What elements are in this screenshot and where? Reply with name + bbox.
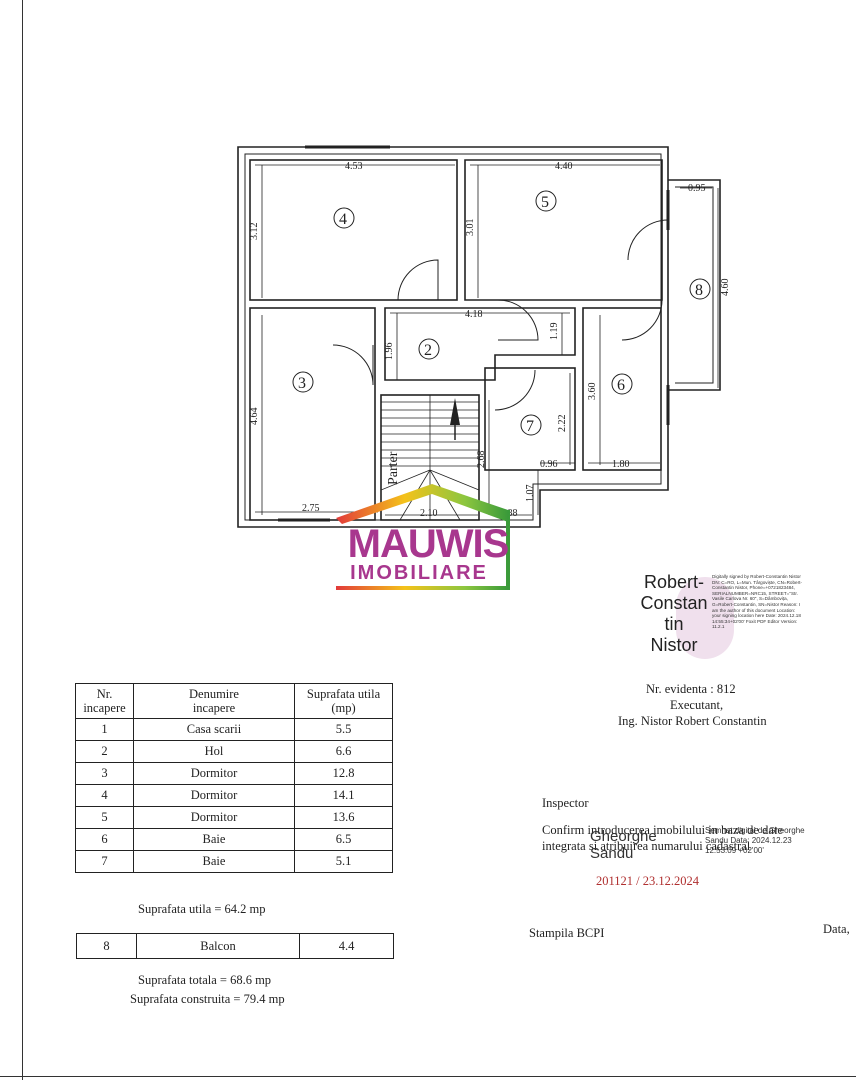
row-nr: 1 (75, 718, 134, 741)
dim-180: 1.80 (612, 459, 630, 470)
balcon-table: 8 Balcon 4.4 (76, 933, 394, 959)
dim-196: 1.96 (384, 343, 395, 361)
signature-watermark (676, 577, 734, 659)
row-nr: 7 (75, 850, 134, 873)
table-row: 5 Dormitor 13.6 (75, 806, 393, 829)
logo-graphic (336, 484, 510, 590)
dim-440: 4.40 (555, 161, 573, 172)
table-row: 4 Dormitor 14.1 (75, 784, 393, 807)
room-number-2: 2 (424, 342, 432, 359)
dim-119: 1.19 (549, 323, 560, 341)
logo-name: MAUWIS (347, 522, 510, 566)
rooms-table: Nr. incapere Denumire incapere Suprafata… (75, 683, 393, 873)
inspector-label: Inspector (542, 796, 589, 810)
stair-label: Parter (386, 451, 401, 485)
cadastral-number: 201121 / 23.12.2024 (596, 874, 700, 888)
dim-453: 4.53 (345, 161, 363, 172)
inspector-confirm-line1: Confirm introducerea imobilului in baza … (542, 823, 783, 837)
row-name: Casa scarii (133, 718, 295, 741)
table-header-row: Nr. incapere Denumire incapere Suprafata… (75, 683, 393, 719)
row-nr: 5 (75, 806, 134, 829)
row-name: Dormitor (133, 784, 295, 807)
inspector-confirm-line2: integrata si atribuirea numarului cadast… (542, 839, 751, 853)
row-name: Balcon (136, 933, 300, 959)
row-nr: 2 (75, 740, 134, 763)
engineer-name: Ing. Nistor Robert Constantin (618, 714, 767, 728)
row-area: 14.1 (294, 784, 393, 807)
logo-subtitle: IMOBILIARE (350, 562, 488, 584)
row-area: 13.6 (294, 806, 393, 829)
page-bottom-border (0, 1076, 856, 1077)
inspector-digital-text: Semnat digital de Gheorghe Sandu Data: 2… (705, 826, 805, 855)
row-nr: 4 (75, 784, 134, 807)
dim-418: 4.18 (465, 309, 483, 320)
table-row: 6 Baie 6.5 (75, 828, 393, 851)
row-nr: 6 (75, 828, 134, 851)
executant-label: Executant, (670, 698, 724, 712)
row-area: 5.1 (294, 850, 393, 873)
header-denumire: Denumire incapere (133, 683, 295, 719)
data-label: Data, (823, 922, 850, 936)
dim-268: 2.68 (476, 451, 487, 469)
table-row: 7 Baie 5.1 (75, 850, 393, 873)
dim-107: 1.07 (525, 485, 536, 503)
row-name: Baie (133, 850, 295, 873)
suprafata-utila: Suprafata utila = 64.2 mp (138, 902, 266, 916)
table-row: 8 Balcon 4.4 (76, 933, 394, 959)
nr-evidenta: Nr. evidenta : 812 (646, 682, 736, 696)
row-name: Dormitor (133, 806, 295, 829)
stampila-label: Stampila BCPI (529, 926, 605, 940)
room-number-5: 5 (541, 194, 549, 211)
room-number-4: 4 (339, 211, 347, 228)
room-number-8: 8 (695, 282, 703, 299)
row-area: 6.5 (294, 828, 393, 851)
dim-360: 3.60 (587, 383, 598, 401)
row-area: 6.6 (294, 740, 393, 763)
header-nr: Nr. incapere (75, 683, 134, 719)
dim-301: 3.01 (465, 219, 476, 237)
room-number-7: 7 (526, 418, 534, 435)
dim-464: 4.64 (249, 408, 260, 426)
page-left-border (22, 0, 23, 1080)
row-name: Hol (133, 740, 295, 763)
dim-460: 4.60 (720, 279, 731, 297)
inspector-signature-name: Gheorghe Sandu (590, 828, 657, 862)
suprafata-construita: Suprafata construita = 79.4 mp (130, 992, 285, 1006)
row-area: 5.5 (294, 718, 393, 741)
row-nr: 3 (75, 762, 134, 785)
dim-312: 3.12 (249, 223, 260, 241)
row-name: Baie (133, 828, 295, 851)
suprafata-totala: Suprafata totala = 68.6 mp (138, 973, 272, 987)
table-row: 2 Hol 6.6 (75, 740, 393, 763)
row-area: 12.8 (294, 762, 393, 785)
row-nr: 8 (76, 933, 137, 959)
row-area: 4.4 (299, 933, 394, 959)
dim-222: 2.22 (557, 415, 568, 433)
room-number-6: 6 (617, 377, 625, 394)
dim-095: 0.95 (688, 183, 706, 194)
room-number-3: 3 (298, 375, 306, 392)
signature-digital-text: Digitally signed by Robert-Constantin Ni… (712, 574, 802, 630)
table-row: 1 Casa scarii 5.5 (75, 718, 393, 741)
dim-275: 2.75 (302, 503, 320, 514)
header-suprafata: Suprafata utila (mp) (294, 683, 393, 719)
row-name: Dormitor (133, 762, 295, 785)
table-row: 3 Dormitor 12.8 (75, 762, 393, 785)
dim-210: 2.10 (420, 508, 438, 519)
signature-name: Robert- Constan tin Nistor (640, 572, 708, 655)
dim-096: 0.96 (540, 459, 558, 470)
